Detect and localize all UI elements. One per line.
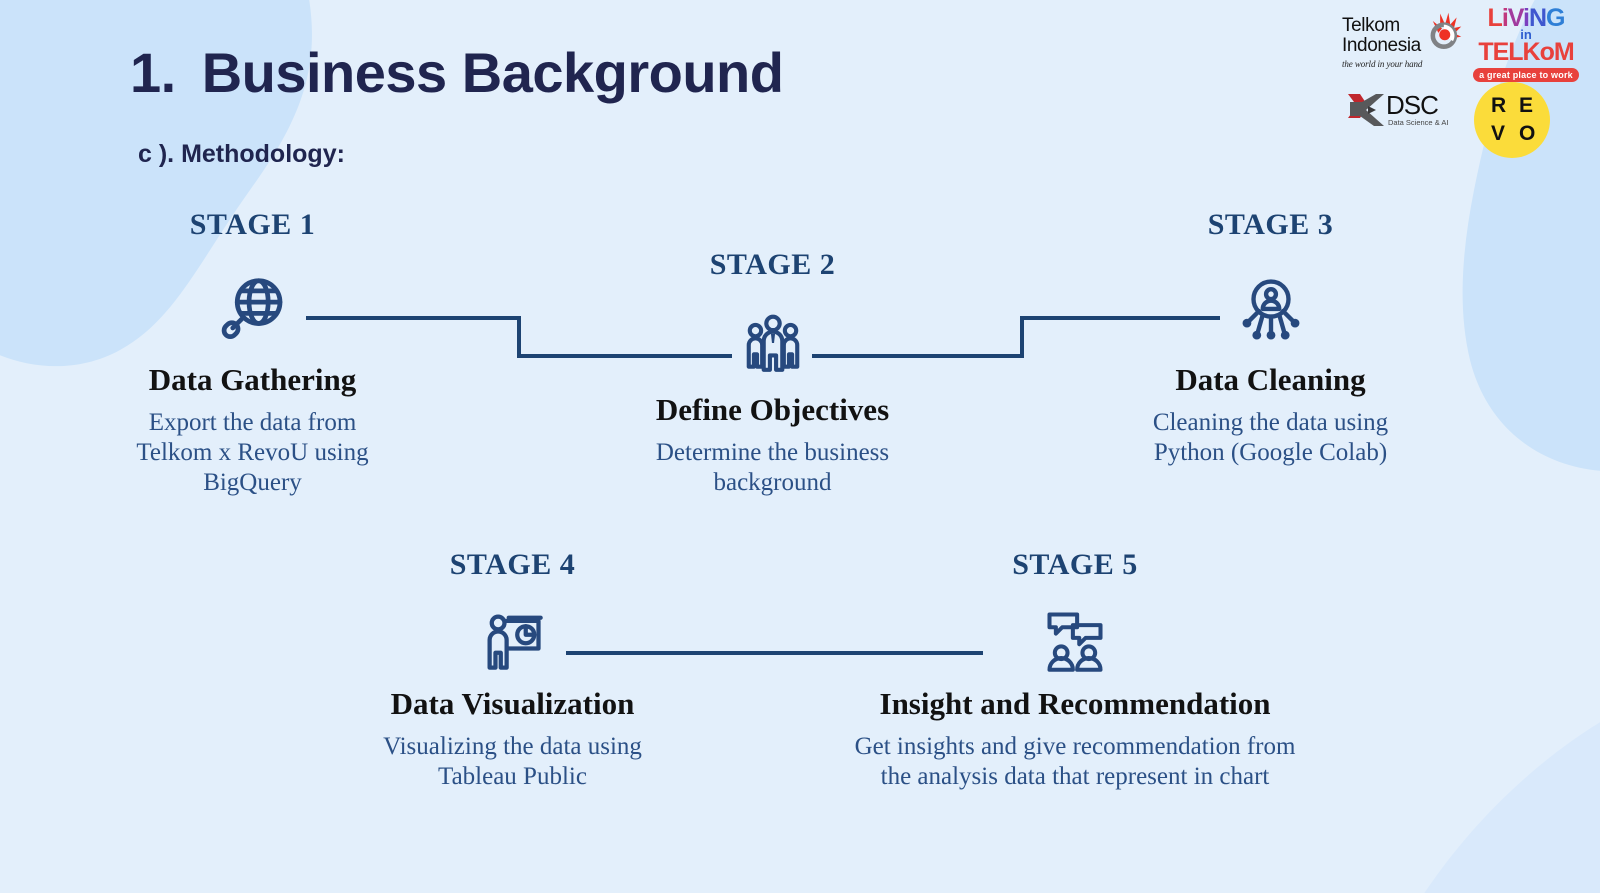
stage-1: STAGE 1 Data Gathering Export the data f… [100, 208, 405, 498]
living-line1: LiViNG [1487, 4, 1566, 32]
user-network-icon [1242, 279, 1299, 340]
revou-letter-r: R [1491, 94, 1507, 117]
stage-2-title: Define Objectives [655, 392, 890, 427]
stage-1-label: STAGE 1 [189, 208, 316, 241]
stage-2: STAGE 2 Define Objectives Determine the … [585, 248, 960, 498]
stage-4-title: Data Visualization [390, 686, 635, 721]
stage-1-desc: Export the data from Telkom x RevoU usin… [136, 409, 369, 496]
living-tagline: a great place to work [1473, 68, 1579, 82]
people-group-icon [746, 314, 799, 372]
stage-5-title: Insight and Recommendation [879, 686, 1271, 721]
page-title-number: 1. [130, 41, 176, 104]
blob-bottom-right [1424, 722, 1600, 893]
stage-5-label: STAGE 5 [1012, 548, 1138, 581]
page-title-text: Business Background [201, 41, 784, 104]
dsc-subtitle: Data Science & AI [1388, 118, 1449, 127]
stage-3: STAGE 3 [1118, 208, 1423, 468]
page-title: 1. Business Background [130, 40, 784, 105]
revou-letters: R E V O [1474, 82, 1550, 158]
presenter-chart-icon [487, 614, 543, 670]
living-in-telkom-logo: LiViNG in TELKoM a great place to work [1462, 6, 1590, 83]
telkom-line2: Indonesia [1342, 35, 1421, 56]
telkom-hand-icon [1430, 12, 1462, 49]
stage-5: STAGE 5 Insight and Recommendation Get i… [775, 548, 1375, 792]
stage-3-label: STAGE 3 [1207, 208, 1334, 241]
revou-letter-v: V [1491, 122, 1506, 145]
dsc-name: DSC [1386, 90, 1439, 120]
stage-5-desc: Get insights and give recommendation fro… [854, 733, 1296, 790]
living-in-word: in [1520, 27, 1532, 42]
stage-1-icon-wrap [100, 264, 405, 356]
stage-3-desc: Cleaning the data using Python (Google C… [1152, 409, 1389, 466]
revou-letter-o: O [1519, 122, 1536, 145]
stage-2-desc: Determine the business background [655, 439, 890, 496]
stage-3-icon-wrap [1118, 264, 1423, 356]
revou-logo: R E V O [1474, 82, 1550, 158]
telkom-line1: Telkom [1342, 15, 1400, 36]
logo-group: Telkom Indonesia the world in your hand … [1320, 0, 1600, 160]
section-subtitle: c ). Methodology: [138, 140, 345, 168]
stage-2-icon-wrap [585, 300, 960, 386]
discussion-people-icon [1047, 612, 1103, 672]
dsc-x-icon [1348, 94, 1384, 126]
stage-4: STAGE 4 Data Visualization Visualizing t… [345, 548, 680, 792]
stage-1-title: Data Gathering [148, 362, 357, 397]
telkom-indonesia-logo: Telkom Indonesia the world in your hand [1342, 12, 1462, 69]
stage-4-icon-wrap [345, 600, 680, 680]
stage-3-title: Data Cleaning [1175, 362, 1366, 397]
living-line2: TELKoM [1478, 38, 1574, 66]
dsc-logo: DSC Data Science & AI [1346, 92, 1466, 133]
telkom-tagline: the world in your hand [1342, 59, 1423, 69]
stage-2-label: STAGE 2 [709, 248, 836, 281]
stage-4-label: STAGE 4 [449, 548, 576, 581]
stage-5-icon-wrap [775, 600, 1375, 680]
stage-4-desc: Visualizing the data using Tableau Publi… [383, 733, 642, 790]
revou-letter-e: E [1519, 94, 1534, 117]
globe-search-icon [221, 278, 282, 340]
